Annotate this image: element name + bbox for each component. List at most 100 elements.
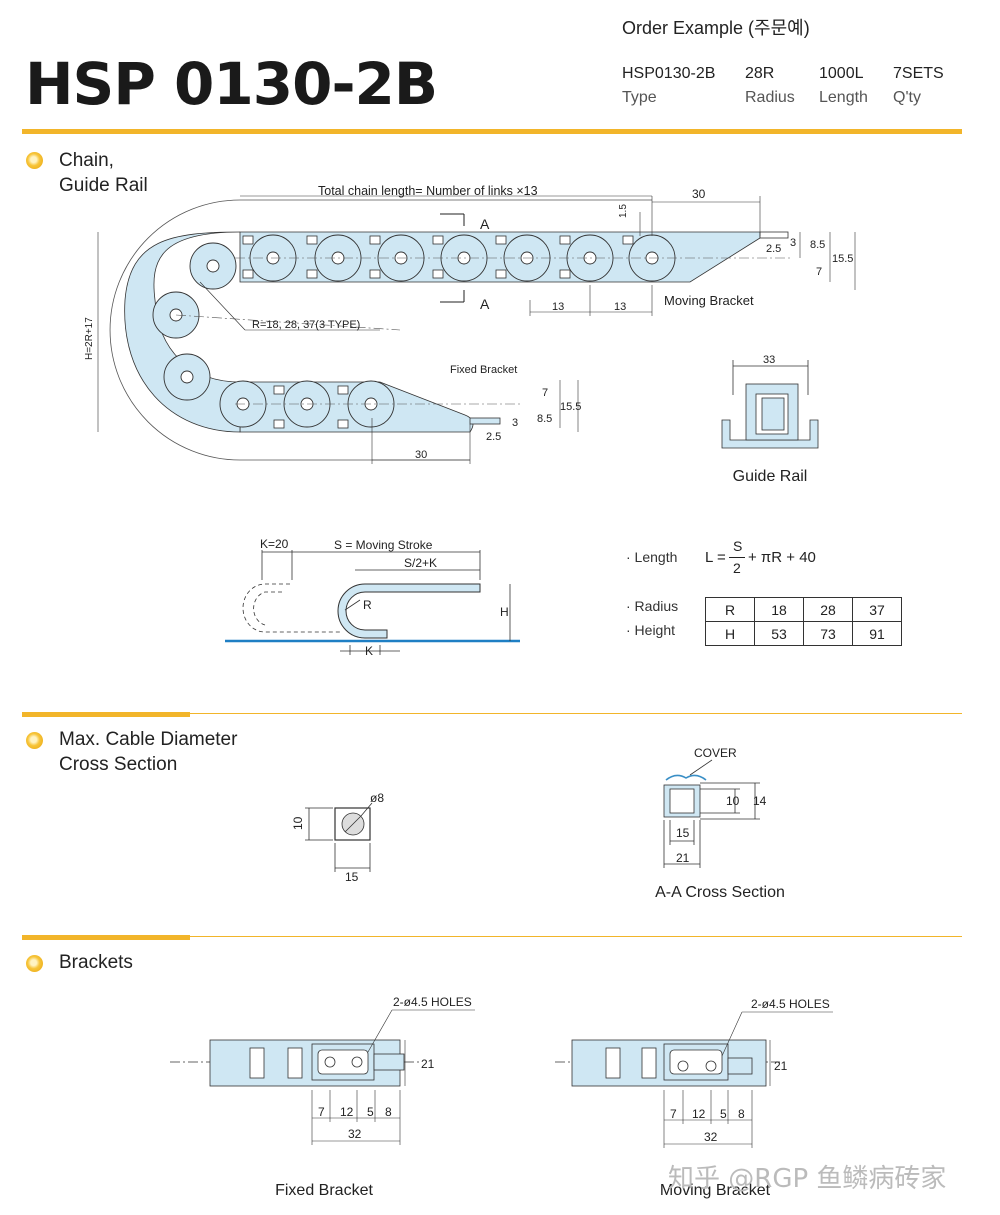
dim-7-top: 7 bbox=[816, 266, 822, 278]
section-mark-bottom: A bbox=[480, 296, 490, 312]
section-mark-top: A bbox=[480, 216, 490, 232]
table-row: H 53 73 91 bbox=[705, 621, 902, 646]
fixed-holes-label: 2-ø4.5 HOLES bbox=[393, 995, 472, 1009]
order-col-radius: 28R Radius bbox=[745, 62, 795, 110]
cable-section-drawing: ø8 10 15 COVER 10 14 15 21 bbox=[291, 746, 767, 884]
radius-label: R=18, 28, 37(3 TYPE) bbox=[252, 319, 360, 331]
order-col-qty: 7SETS Q'ty bbox=[893, 62, 944, 110]
moving-dim-8: 8 bbox=[738, 1107, 745, 1121]
section-heading-line: Guide Rail bbox=[59, 175, 148, 196]
r-label: R bbox=[363, 598, 372, 612]
moving-height-label: 21 bbox=[774, 1059, 788, 1073]
dim-8_5-bottom: 8.5 bbox=[537, 413, 552, 425]
formula-numerator: S bbox=[733, 538, 743, 554]
cable-diameter-label: ø8 bbox=[370, 791, 384, 805]
guide-rail-width: 33 bbox=[763, 354, 775, 366]
order-example-heading: Order Example (주문예) bbox=[622, 18, 810, 38]
rh-table: R 18 28 37 H 53 73 91 bbox=[705, 597, 902, 646]
fixed-dim-12: 12 bbox=[340, 1105, 354, 1119]
order-radius-label: Radius bbox=[745, 89, 795, 106]
moving-dim-7: 7 bbox=[670, 1107, 677, 1121]
moving-dim-12: 12 bbox=[692, 1107, 706, 1121]
formula-rest: + πR + 40 bbox=[748, 549, 816, 566]
bullet-icon bbox=[26, 732, 43, 749]
product-title: HSP 0130-2B bbox=[25, 50, 438, 118]
moving-bracket-caption: Moving Bracket bbox=[659, 1182, 771, 1199]
aa-section-caption: A-A Cross Section bbox=[655, 884, 785, 901]
fixed-height-label: 21 bbox=[421, 1057, 435, 1071]
dim-15_5-bottom: 15.5 bbox=[560, 401, 581, 413]
section-divider-accent bbox=[22, 712, 190, 717]
dim-15_5-top: 15.5 bbox=[832, 253, 853, 265]
moving-dim-32: 32 bbox=[704, 1130, 718, 1144]
section-heading-line: Brackets bbox=[59, 952, 133, 973]
section-divider bbox=[22, 936, 962, 937]
dim-2_5-top: 2.5 bbox=[766, 243, 781, 255]
dim-3-bottom: 3 bbox=[512, 417, 518, 429]
fixed-dim-32: 32 bbox=[348, 1127, 362, 1141]
table-cell: 91 bbox=[852, 621, 902, 646]
order-radius-value: 28R bbox=[745, 65, 775, 82]
dim-30-top: 30 bbox=[692, 187, 706, 201]
section-heading-brackets: Brackets bbox=[59, 950, 133, 975]
h-label: H bbox=[500, 605, 509, 619]
section-heading-line: Cross Section bbox=[59, 754, 178, 775]
formula-lhs: L = bbox=[705, 549, 726, 566]
aa-inner-height: 10 bbox=[726, 794, 740, 808]
cable-width-label: 15 bbox=[345, 870, 359, 884]
dim-13-b: 13 bbox=[614, 301, 626, 313]
formula-radius-label: · Radius bbox=[626, 598, 679, 614]
k20-label: K=20 bbox=[260, 537, 289, 551]
table-cell: H bbox=[705, 621, 755, 646]
section-heading-line: Max. Cable Diameter bbox=[59, 729, 238, 750]
total-length-label: Total chain length= Number of links ×13 bbox=[318, 184, 538, 198]
header-divider bbox=[22, 129, 962, 134]
formula-fraction-bar bbox=[729, 557, 745, 558]
bullet-icon bbox=[26, 955, 43, 972]
dim-2_5-bottom: 2.5 bbox=[486, 431, 501, 443]
fixed-dim-5: 5 bbox=[367, 1105, 374, 1119]
order-col-length: 1000L Length bbox=[819, 62, 868, 110]
order-length-value: 1000L bbox=[819, 65, 864, 82]
fixed-bracket-caption: Fixed Bracket bbox=[275, 1182, 373, 1199]
section-divider bbox=[22, 713, 962, 714]
height-formula-label: H=2R+17 bbox=[84, 317, 95, 360]
moving-bracket-label: Moving Bracket bbox=[664, 293, 754, 308]
dim-7-bottom: 7 bbox=[542, 387, 548, 399]
fixed-bracket-label: Fixed Bracket bbox=[450, 364, 517, 376]
formula-height-label: · Height bbox=[626, 622, 676, 638]
section-divider-accent bbox=[22, 935, 190, 940]
order-type-value: HSP0130-2B bbox=[622, 65, 716, 82]
dim-3-top: 3 bbox=[790, 237, 796, 249]
order-col-type: HSP0130-2B Type bbox=[622, 62, 715, 110]
stroke-drawing: K=20 S = Moving Stroke S/2+K R H K bbox=[225, 537, 520, 658]
dim-8_5-top: 8.5 bbox=[810, 239, 825, 251]
table-cell: 73 bbox=[803, 621, 853, 646]
table-cell: 53 bbox=[754, 621, 804, 646]
bullet-icon bbox=[26, 152, 43, 169]
chain-drawing: A A Total chain length= Number of links … bbox=[84, 184, 856, 464]
order-type-label: Type bbox=[622, 89, 657, 106]
fixed-dim-8: 8 bbox=[385, 1105, 392, 1119]
dim-30-bottom: 30 bbox=[415, 449, 427, 461]
dim-13-a: 13 bbox=[552, 301, 564, 313]
formula-denominator: 2 bbox=[733, 560, 741, 576]
moving-dim-5: 5 bbox=[720, 1107, 727, 1121]
dim-1_5: 1.5 bbox=[618, 204, 629, 218]
formula-length-label: · Length bbox=[626, 549, 678, 565]
moving-stroke-label: S = Moving Stroke bbox=[334, 538, 433, 552]
cable-height-label: 10 bbox=[291, 816, 305, 830]
table-row: R 18 28 37 bbox=[705, 597, 902, 622]
section-heading-line: Chain, bbox=[59, 150, 114, 171]
aa-inner-width: 15 bbox=[676, 826, 690, 840]
section-heading-cable: Max. Cable Diameter Cross Section bbox=[59, 727, 237, 777]
k-label: K bbox=[365, 644, 373, 658]
fixed-dim-7: 7 bbox=[318, 1105, 325, 1119]
section-heading-chain: Chain, Guide Rail bbox=[59, 148, 148, 198]
watermark: 知乎 @RGP 鱼鳞病砖家 bbox=[668, 1164, 947, 1194]
aa-outer-height: 14 bbox=[753, 794, 767, 808]
s2k-label: S/2+K bbox=[404, 556, 437, 570]
guide-rail-caption: Guide Rail bbox=[732, 468, 808, 485]
order-qty-label: Q'ty bbox=[893, 89, 921, 106]
